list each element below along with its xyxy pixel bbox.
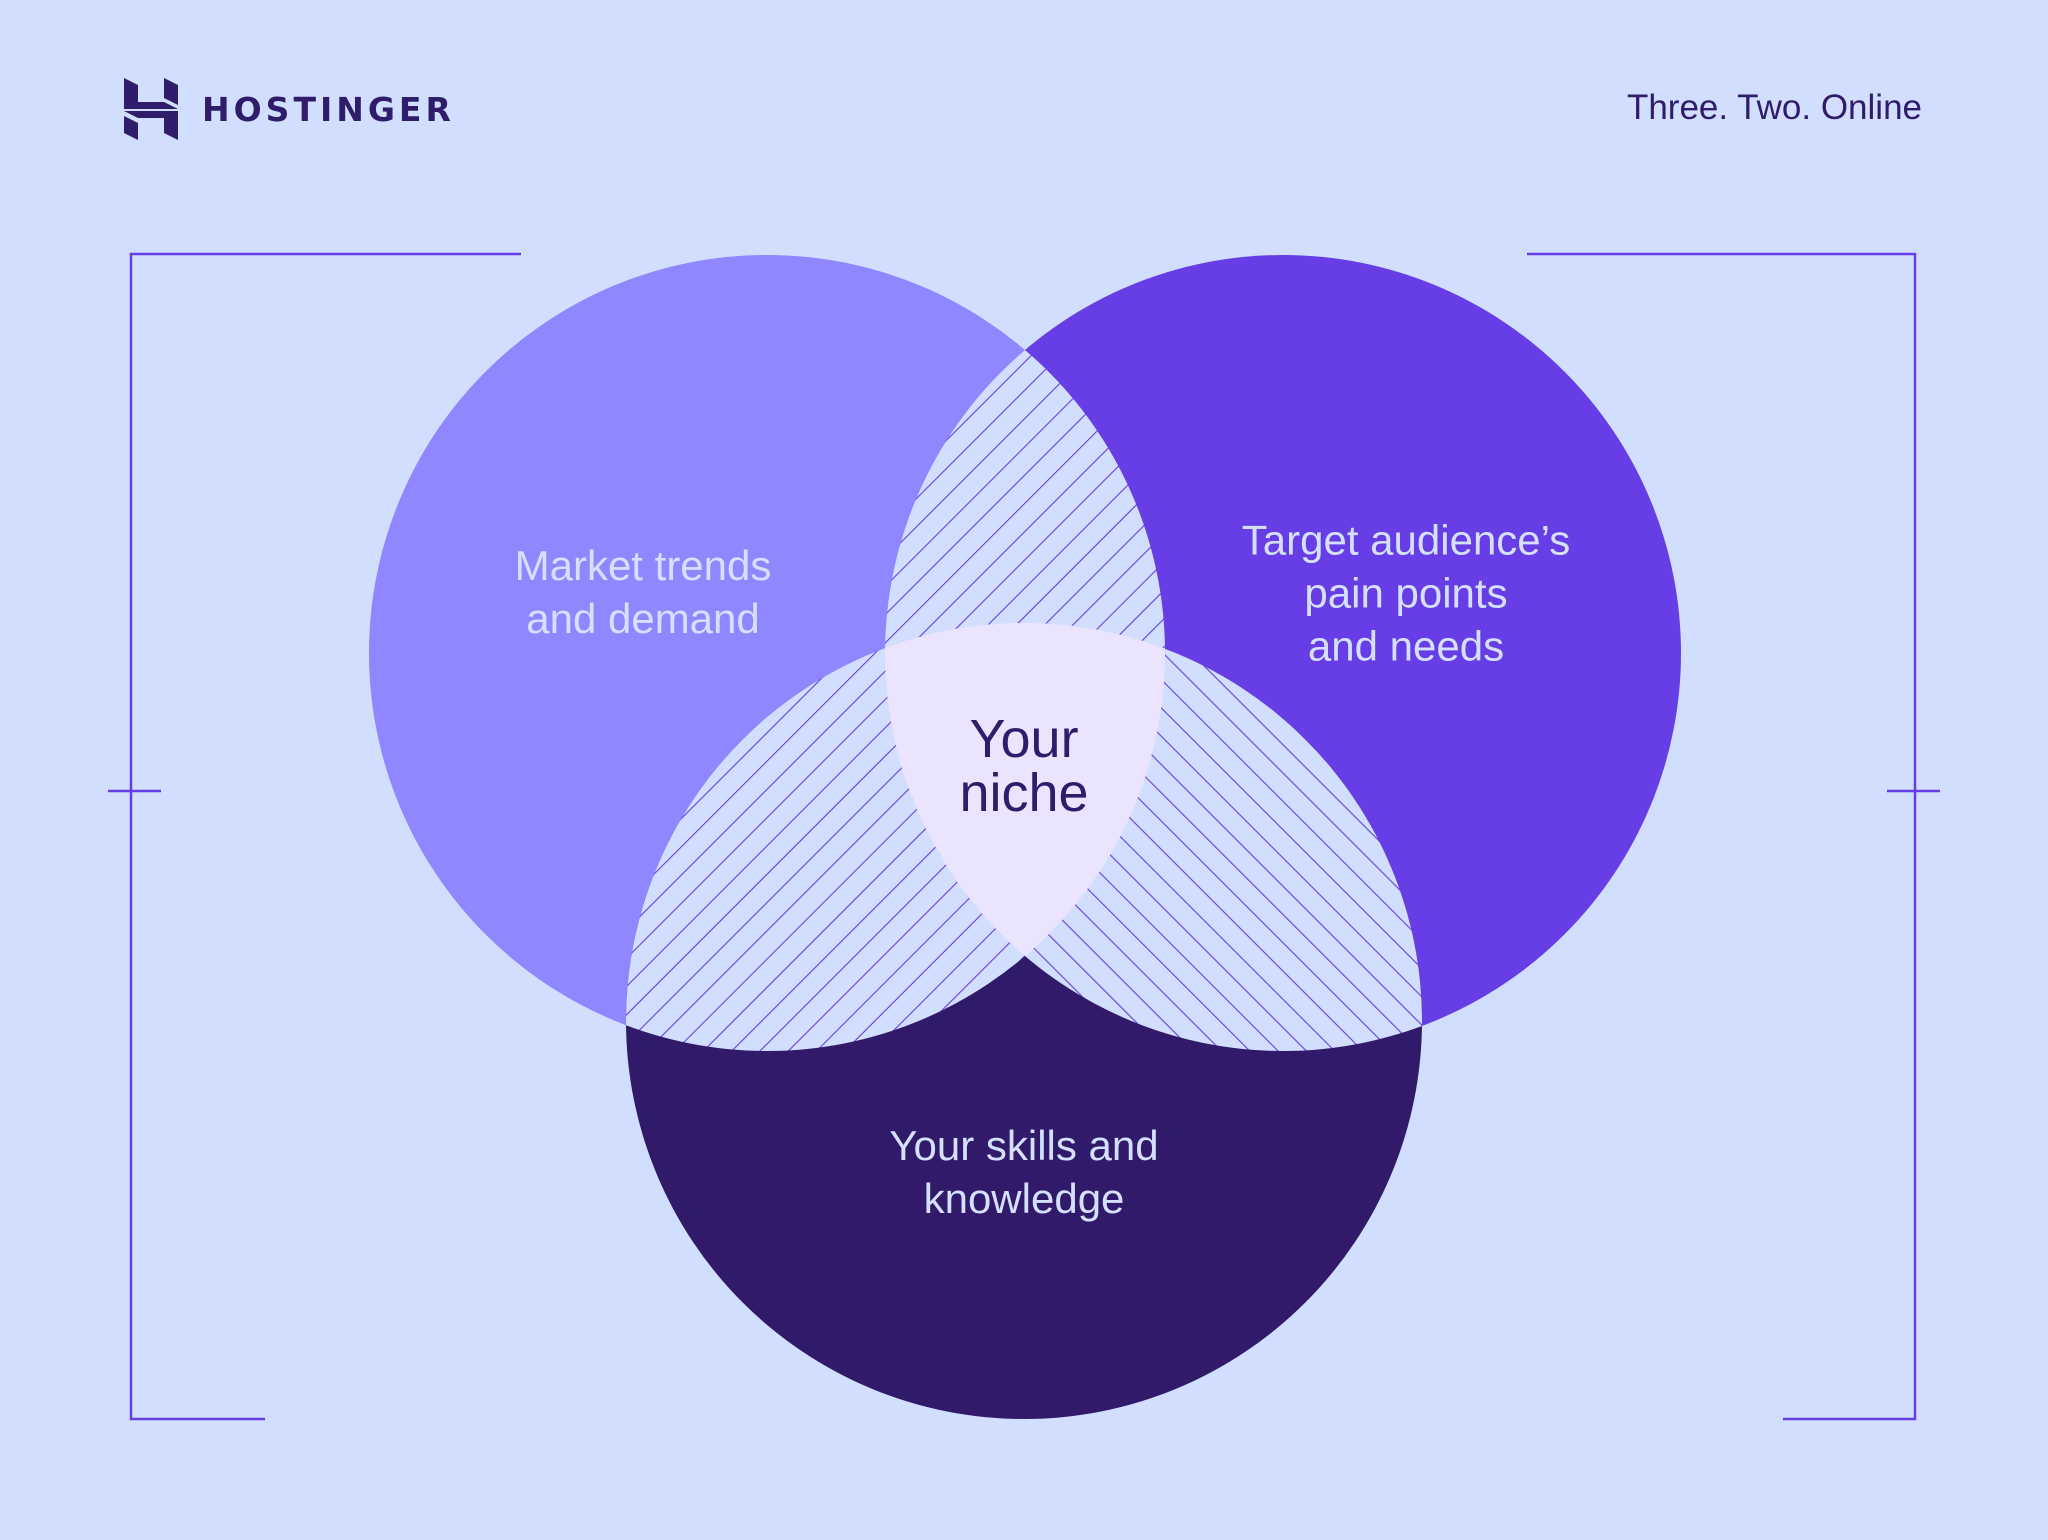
brand-logo: HOSTINGER (124, 78, 455, 140)
label-target-audience: Target audience’s pain points and needs (1241, 516, 1571, 670)
brand-name: HOSTINGER (202, 89, 455, 129)
hostinger-h-logo-icon (124, 78, 178, 140)
tagline: Three. Two. Online (1626, 88, 1922, 127)
label-market-trends: Market trends and demand (514, 542, 772, 642)
frame-lines (108, 252, 1940, 1421)
label-skills: Your skills and knowledge (889, 1122, 1159, 1222)
label-your-niche: Your niche (959, 709, 1089, 823)
